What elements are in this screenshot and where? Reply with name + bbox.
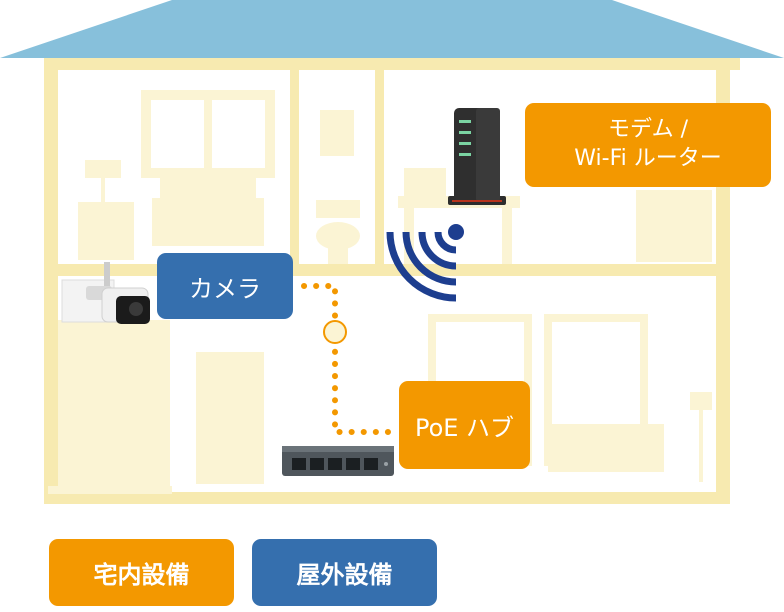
wifi-signal-icon — [386, 224, 464, 302]
poe-switch-icon — [282, 446, 394, 476]
camera-to-hub-line — [301, 283, 395, 435]
poe-hub-label-text: PoE ハブ — [414, 413, 515, 442]
legend-indoor-equipment: 宅内設備 — [49, 539, 234, 606]
connection-lines — [301, 283, 395, 435]
legend-indoor-text: 宅内設備 — [93, 561, 190, 589]
poe-hub-label: PoE ハブ — [399, 381, 530, 469]
wall-outlet — [323, 320, 347, 344]
ip-camera-icon — [61, 262, 150, 324]
camera-label: カメラ — [157, 253, 293, 319]
router-label: モデム / Wi-Fi ルーター — [525, 103, 771, 187]
legend-outdoor-text: 屋外設備 — [296, 561, 393, 589]
legend-outdoor-equipment: 屋外設備 — [252, 539, 437, 606]
camera-label-text: カメラ — [189, 274, 261, 303]
roof — [0, 0, 784, 58]
router-label-line2: Wi-Fi ルーター — [574, 146, 722, 171]
router-label-line1: モデム / — [608, 117, 688, 143]
house-frame — [44, 58, 740, 504]
room-furniture — [48, 90, 712, 494]
router-icon — [448, 108, 506, 205]
